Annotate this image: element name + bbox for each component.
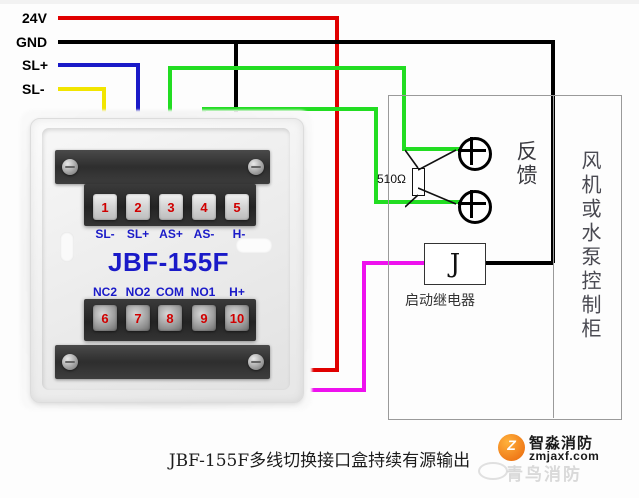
wire-slminus-horizontal: [58, 87, 106, 91]
power-label-gnd: GND: [16, 34, 48, 50]
device-model-label: JBF-155F: [108, 247, 230, 277]
feedback-label: 反馈: [514, 140, 538, 188]
terminal-6[interactable]: 6: [93, 305, 117, 331]
screw-bottom-left: [62, 354, 78, 370]
terminal-6-number: 6: [101, 310, 109, 326]
terminal-10-label: H+: [229, 285, 245, 299]
terminal-1-number: 1: [101, 199, 109, 215]
brand-badge-letter: Z: [507, 437, 516, 453]
terminal-3-number: 3: [167, 199, 175, 215]
wire-green-asminus-to-terminal: [374, 200, 460, 204]
terminal-2-number: 2: [134, 199, 142, 215]
power-label-slminus: SL-: [22, 81, 45, 97]
watermark: Z 智淼消防 zmjaxf.com 青鸟消防: [478, 432, 638, 484]
terminal-10[interactable]: 10: [225, 305, 249, 331]
wire-magenta-into-relay: [362, 261, 426, 265]
terminal-7[interactable]: 7: [126, 305, 150, 331]
wire-magenta-up-to-relay: [362, 261, 366, 392]
feedback-terminal-upper[interactable]: [458, 137, 492, 171]
power-label-slplus: SL+: [22, 57, 49, 73]
terminal-8-number: 8: [166, 310, 174, 326]
relay-symbol: J: [449, 249, 461, 279]
ghost-watermark-icon: [478, 462, 508, 480]
feedback-terminal-lower[interactable]: [458, 190, 492, 224]
terminal-7-label: NO2: [125, 285, 151, 299]
brand-site: zmjaxf.com: [529, 449, 600, 463]
brand-name: 智淼消防: [529, 435, 594, 452]
terminal-10-number: 10: [229, 310, 245, 326]
terminal-3[interactable]: 3: [159, 194, 183, 220]
terminal-4[interactable]: 4: [192, 194, 216, 220]
terminal-9-number: 9: [200, 310, 208, 326]
screw-bottom-right: [248, 354, 264, 370]
screw-top-right: [248, 159, 264, 175]
wire-gnd-to-cabinet: [551, 40, 555, 100]
diagram-caption: JBF-155F多线切换接口盒持续有源输出: [168, 451, 471, 471]
terminal-strip-bottom-back: [55, 345, 270, 379]
terminal-9[interactable]: 9: [192, 305, 216, 331]
control-cabinet-outline: [388, 95, 622, 420]
brand-badge-icon: Z: [498, 434, 525, 461]
terminal-6-label: NC2: [92, 285, 117, 299]
terminal-3-label: AS+: [159, 227, 183, 241]
relay-label: 启动继电器: [405, 293, 475, 309]
terminal-5-label: H-: [232, 227, 246, 241]
terminal-8[interactable]: 8: [158, 305, 182, 331]
device-label-patch: [236, 238, 272, 253]
wire-green-asminus-down: [374, 107, 378, 203]
wire-green-asplus-to-terminal: [402, 147, 460, 151]
cabinet-divider: [553, 95, 554, 418]
terminal-1[interactable]: 1: [93, 194, 117, 220]
terminal-strip-top-back: [55, 150, 270, 184]
terminal-9-label: NO1: [190, 285, 216, 299]
feedback-lead-lines: [418, 149, 457, 205]
terminal-4-label: AS-: [193, 227, 215, 241]
relay-symbol-box[interactable]: J: [424, 243, 486, 285]
terminal-2[interactable]: 2: [126, 194, 150, 220]
wire-green-asminus-top: [202, 107, 378, 111]
power-label-24v: 24V: [22, 10, 47, 26]
wire-green-asplus-down: [402, 66, 406, 151]
resistor-leads: [405, 149, 419, 208]
wire-slplus-horizontal: [58, 63, 140, 67]
terminal-5[interactable]: 5: [225, 194, 249, 220]
device-vent-slot: [60, 232, 74, 262]
top-edge-strip: [0, 0, 639, 4]
terminal-1-label: SL-: [95, 227, 115, 241]
terminal-5-number: 5: [233, 199, 241, 215]
wire-green-asplus-top: [168, 66, 406, 70]
terminal-7-number: 7: [134, 310, 142, 326]
wire-24v-horizontal: [58, 16, 339, 20]
terminal-4-number: 4: [200, 199, 208, 215]
cabinet-title: 风机或水泵控制柜: [578, 150, 602, 342]
screw-top-left: [62, 159, 78, 175]
ghost-watermark-text: 青鸟消防: [506, 465, 582, 484]
terminal-8-label: COM: [156, 285, 184, 299]
wire-24v-vertical: [335, 16, 339, 372]
wire-relay-output-horizontal: [482, 261, 554, 265]
wire-gnd-horizontal: [58, 40, 555, 44]
resistor-label: 510Ω: [377, 172, 406, 186]
terminal-2-label: SL+: [126, 227, 150, 241]
